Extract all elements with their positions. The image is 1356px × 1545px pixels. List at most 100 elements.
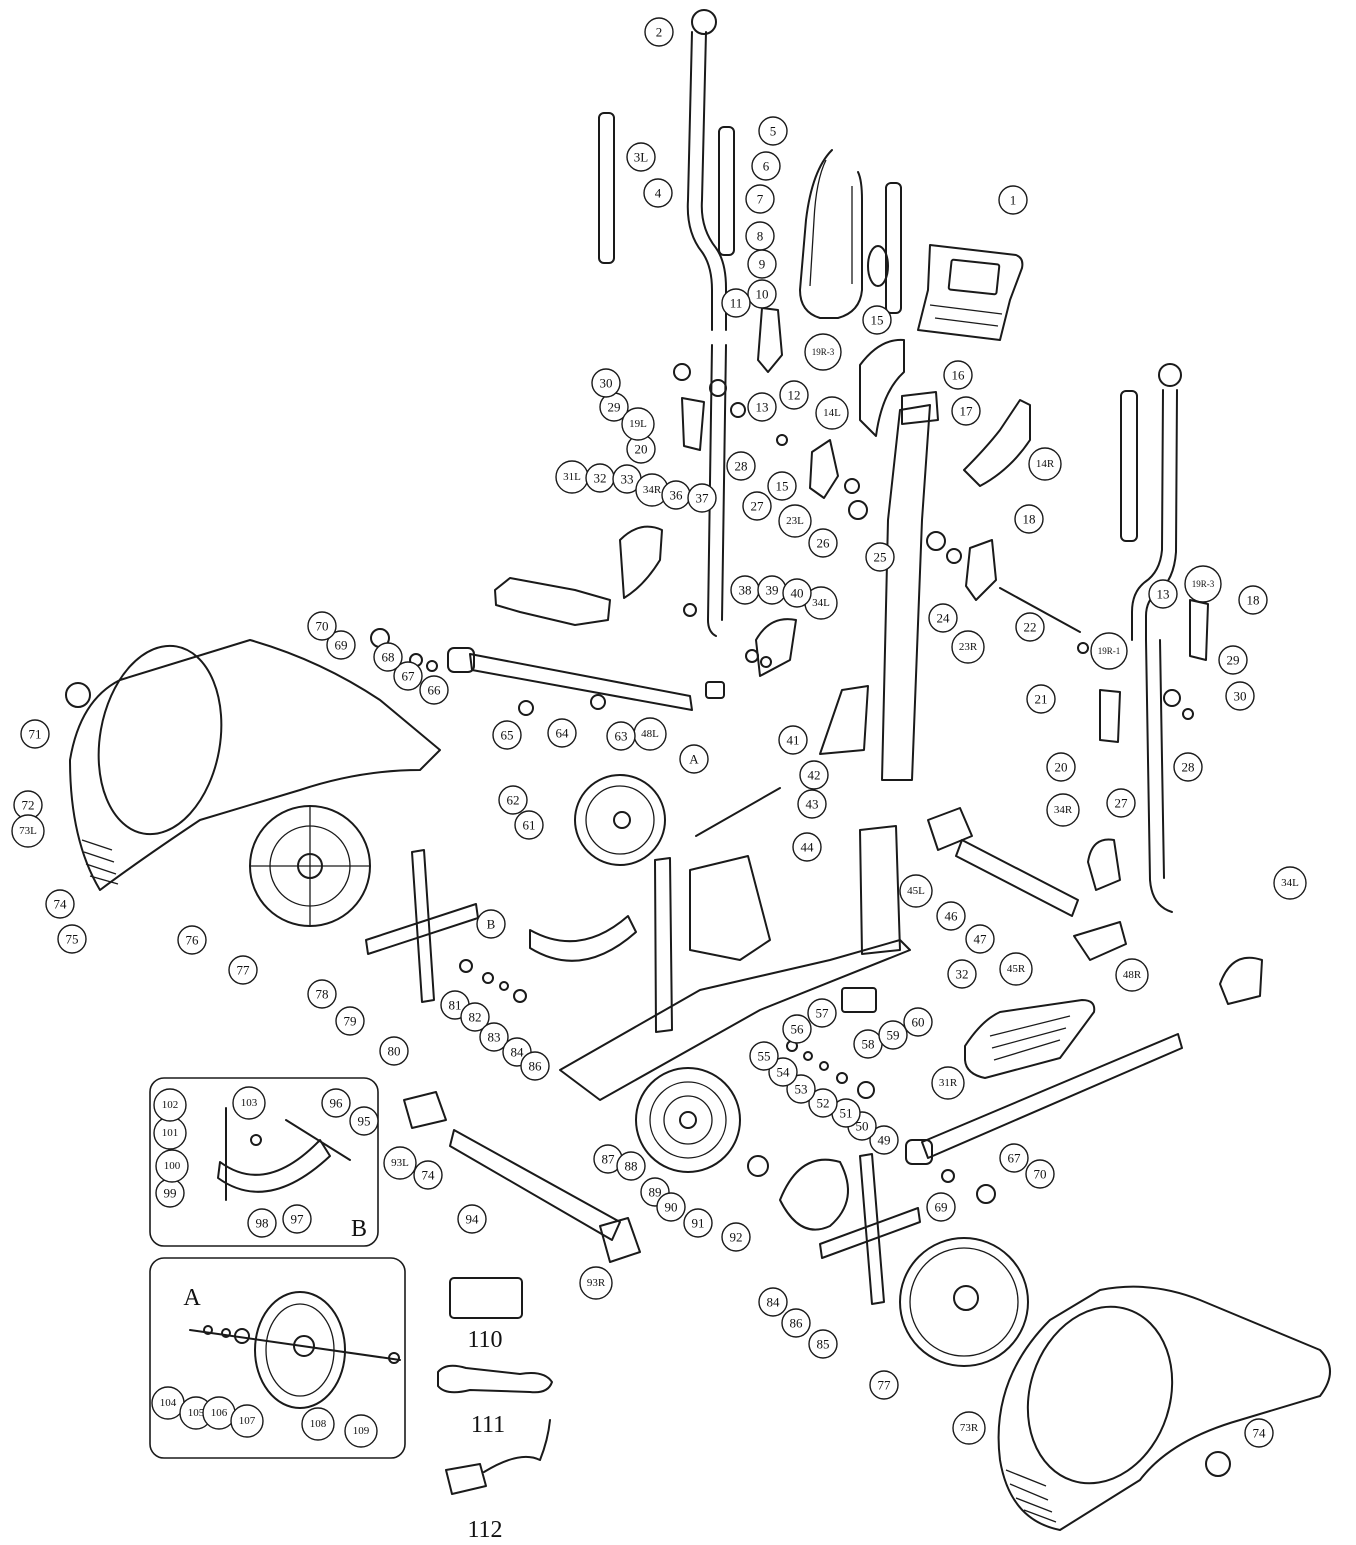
callout-label: 97 [291, 1212, 305, 1227]
bracket-19r [1189, 599, 1209, 661]
end-cap-45l [927, 807, 973, 851]
callout-label: 45L [907, 885, 925, 897]
pedal-arm-parts [370, 525, 1263, 1204]
console-housing [917, 244, 1024, 341]
callout-label: 101 [162, 1127, 179, 1139]
lower-arm-right [1145, 639, 1173, 913]
callout-48r: 48R [1115, 958, 1149, 992]
bushing-28r [1163, 689, 1181, 707]
end-cap-45r [1073, 921, 1127, 961]
callout-label: 56 [791, 1022, 805, 1037]
pedal-right-tread [989, 1015, 1071, 1061]
inset-a-washer-1 [203, 1325, 213, 1335]
callout-13: 13 [747, 392, 777, 422]
pedal-left [494, 577, 611, 626]
callout-label: 13 [1157, 587, 1170, 602]
callout-label: 86 [790, 1316, 804, 1331]
callout-label: 91 [692, 1216, 705, 1231]
callout-label: 13 [756, 400, 769, 415]
callout-26: 26 [808, 528, 838, 558]
bushing-28l [730, 402, 746, 418]
callout-circle [745, 184, 775, 214]
callout-4: 4 [643, 178, 673, 208]
callout-label: 67 [1008, 1151, 1022, 1166]
callout-label: 44 [801, 840, 815, 855]
callout-circle [153, 1088, 187, 1122]
bracket-12 [757, 307, 783, 373]
callout-67: 67 [393, 661, 423, 691]
callout-68: 68 [373, 642, 403, 672]
callout-27: 27 [742, 491, 772, 521]
callout-label: 58 [862, 1037, 875, 1052]
callout-circle [1115, 958, 1149, 992]
callout-circle [747, 249, 777, 279]
callout-102: 102 [153, 1088, 187, 1122]
callout-label: 15 [776, 479, 789, 494]
callout-label: 4 [655, 186, 662, 201]
callout-34r: 34R [1046, 793, 1080, 827]
callout-65: 65 [492, 720, 522, 750]
callout-14l: 14L [815, 396, 849, 430]
callout-label: 34L [1281, 877, 1299, 889]
inset-a-hub [293, 1335, 315, 1357]
callout-19l: 19L [621, 407, 655, 441]
inset-b-magnet [217, 1139, 331, 1193]
callout-label: 85 [817, 1337, 830, 1352]
callout-label: 38 [739, 583, 752, 598]
callout-circle [865, 542, 895, 572]
pedal-arm-right [921, 1033, 1183, 1159]
callout-circle [808, 1088, 838, 1118]
callout-circle [177, 925, 207, 955]
foam-tube-center [718, 126, 735, 256]
magnet-assembly-b [529, 915, 637, 962]
callout-label: 19L [629, 418, 647, 430]
callout-31r: 31R [931, 1066, 965, 1100]
callout-label: 27 [1115, 796, 1129, 811]
callout-label: 71 [29, 727, 42, 742]
callout-circle [1025, 1159, 1055, 1189]
hex-key-set [449, 1277, 523, 1319]
callout-circle [20, 719, 50, 749]
pulley-assembly-a-hub [613, 811, 631, 829]
callout-46: 46 [936, 901, 966, 931]
callout-32: 32 [585, 463, 615, 493]
callout-circle [282, 1204, 312, 1234]
callout-label: 83 [488, 1030, 501, 1045]
callout-label: 78 [316, 987, 329, 1002]
callout-label: 77 [878, 1378, 892, 1393]
callout-87: 87 [593, 1144, 623, 1174]
wrench-tool [437, 1364, 553, 1394]
callout-label: 48L [641, 728, 659, 740]
callout-label: 90 [665, 1200, 678, 1215]
callout-label: 25 [874, 550, 887, 565]
callout-label: 26 [817, 536, 831, 551]
callout-circle [751, 151, 781, 181]
callout-circle [779, 380, 809, 410]
callout-10: 10 [747, 279, 777, 309]
callout-34l: 34L [1273, 866, 1307, 900]
callout-20: 20 [626, 434, 656, 464]
callout-circle [721, 1222, 751, 1252]
callout-circle [1173, 752, 1203, 782]
callout-18: 18 [1014, 504, 1044, 534]
bracket-20l [681, 397, 705, 451]
callout-circle [606, 721, 636, 751]
callout-label: 43 [806, 797, 819, 812]
bushing-52 [836, 1072, 848, 1084]
callout-12: 12 [779, 380, 809, 410]
callout-label: 20 [635, 442, 648, 457]
callout-16: 16 [943, 360, 973, 390]
callout-label: 19R-3 [1192, 579, 1215, 589]
shroud-14l [859, 338, 905, 437]
nut-37 [683, 603, 697, 617]
callout-64: 64 [547, 718, 577, 748]
chain-cover-right-window [1026, 1305, 1174, 1485]
axle-pulley [747, 1155, 769, 1177]
callout-circle [621, 407, 655, 441]
callout-17: 17 [951, 396, 981, 426]
chain-cover-right [997, 1285, 1331, 1531]
callout-label: 49 [878, 1133, 891, 1148]
callout-label: 19R-3 [812, 347, 835, 357]
console-buttons [929, 304, 1003, 327]
callout-circle [786, 1074, 816, 1104]
